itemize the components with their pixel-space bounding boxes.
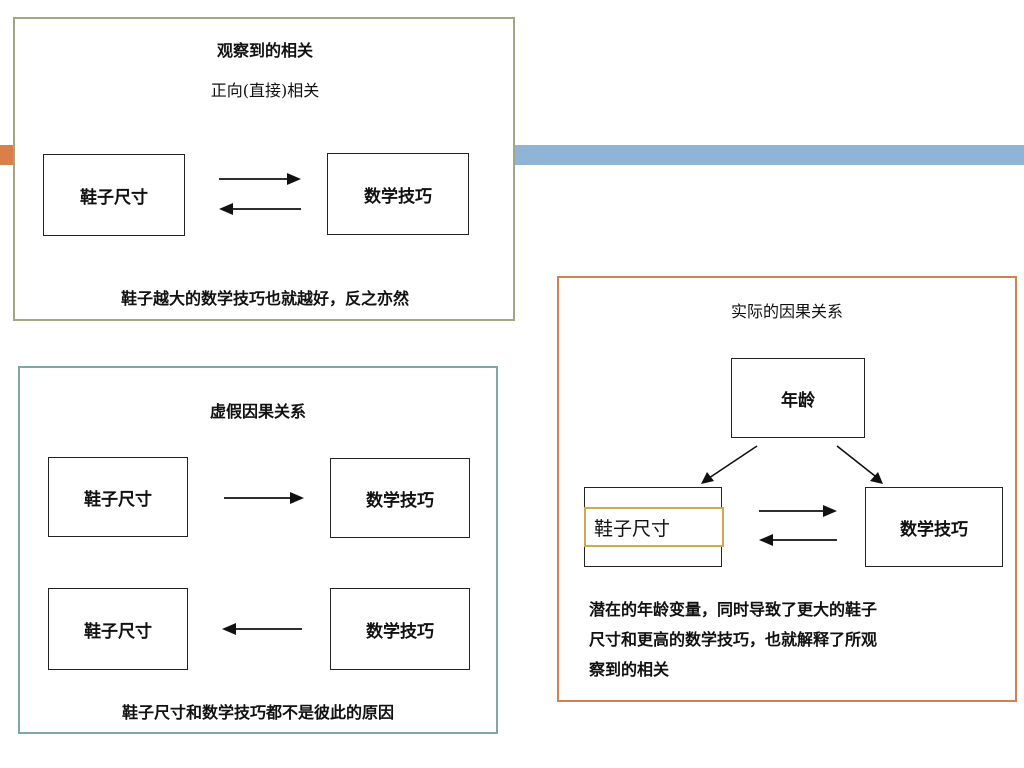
caption-line-2: 尺寸和更高的数学技巧，也就解释了所观 bbox=[589, 630, 878, 649]
age-box: 年龄 bbox=[731, 358, 865, 438]
caption-line-3: 察到的相关 bbox=[589, 660, 670, 679]
shoe-size-label: 鞋子尺寸 bbox=[80, 187, 148, 208]
age-label: 年龄 bbox=[781, 390, 815, 411]
shoe-size-highlight-label: 鞋子尺寸 bbox=[584, 507, 724, 547]
shoe-size-box: 鞋子尺寸 bbox=[43, 154, 185, 236]
accent-bar-blue bbox=[515, 145, 1024, 165]
math-skill-label: 数学技巧 bbox=[900, 519, 968, 540]
panel-title: 观察到的相关 bbox=[216, 41, 314, 60]
math-skill-label: 数学技巧 bbox=[364, 186, 432, 207]
shoe-size-label: 鞋子尺寸 bbox=[84, 621, 152, 642]
bidirectional-arrows bbox=[759, 505, 837, 546]
math-skill-box: 数学技巧 bbox=[330, 588, 470, 670]
accent-bar-orange bbox=[0, 145, 14, 165]
math-skill-label: 数学技巧 bbox=[366, 621, 434, 642]
right-arrow bbox=[224, 492, 304, 504]
math-skill-box: 数学技巧 bbox=[865, 487, 1003, 567]
panel-caption: 鞋子越大的数学技巧也就越好，反之亦然 bbox=[120, 289, 410, 308]
bidirectional-arrows bbox=[219, 173, 301, 215]
panel-title: 虚假因果关系 bbox=[209, 402, 307, 421]
shoe-size-box: 鞋子尺寸 bbox=[48, 457, 188, 537]
math-skill-box: 数学技巧 bbox=[327, 153, 469, 235]
caption-line-1: 潜在的年龄变量，同时导致了更大的鞋子 bbox=[589, 600, 878, 619]
left-arrow bbox=[222, 623, 302, 635]
panel-title: 实际的因果关系 bbox=[730, 302, 844, 321]
panel-spurious-causation: 虚假因果关系 鞋子尺寸 数学技巧 鞋子尺寸 数学技巧 鞋子尺寸和数学技巧都不是彼… bbox=[18, 366, 498, 734]
age-to-math-arrow bbox=[836, 445, 883, 484]
panel-observed-correlation: 观察到的相关 正向(直接)相关 鞋子尺寸 数学技巧 鞋子越大的数学技巧也就越好，… bbox=[13, 17, 515, 321]
math-skill-label: 数学技巧 bbox=[366, 490, 434, 511]
panel-caption: 鞋子尺寸和数学技巧都不是彼此的原因 bbox=[121, 703, 395, 722]
age-to-shoe-arrow bbox=[701, 445, 758, 484]
panel-caption: 潜在的年龄变量，同时导致了更大的鞋子 尺寸和更高的数学技巧，也就解释了所观 察到… bbox=[589, 595, 877, 685]
shoe-size-label: 鞋子尺寸 bbox=[84, 489, 152, 510]
panel-subtitle: 正向(直接)相关 bbox=[210, 81, 320, 100]
math-skill-box: 数学技巧 bbox=[330, 458, 470, 538]
panel-actual-causation: 实际的因果关系 年龄 鞋子尺寸 数学技巧 潜在的年龄变量，同时导致了更大的鞋子 … bbox=[557, 276, 1017, 702]
shoe-size-box: 鞋子尺寸 bbox=[48, 588, 188, 670]
